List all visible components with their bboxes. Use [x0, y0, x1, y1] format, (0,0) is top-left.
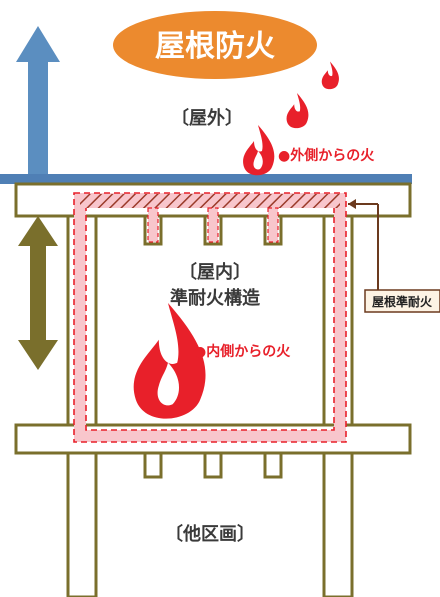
flame-icon — [243, 125, 275, 176]
floor-joist — [263, 451, 283, 479]
structure-label: 準耐火構造 — [170, 287, 260, 309]
outside-zone-label: 〔屋外〕 — [171, 107, 243, 129]
flame-icon — [286, 93, 309, 129]
other-compartment-label: 〔他区画〕 — [165, 523, 255, 545]
page-title: 屋根防火 — [155, 29, 275, 64]
arrow-up-icon — [16, 26, 60, 178]
fireproof-envelope — [73, 192, 347, 443]
title-badge: 屋根防火 — [113, 11, 317, 79]
right-column-lower — [322, 451, 354, 597]
floor-joist — [203, 451, 223, 479]
inside-fire-label: ●内側からの火 — [194, 343, 291, 360]
arrow-updown-icon — [18, 216, 58, 370]
roof-surface — [0, 174, 412, 184]
flame-icon — [133, 303, 206, 419]
inside-zone-label: 〔屋内〕 — [179, 261, 251, 283]
left-column-lower — [66, 451, 98, 597]
flame-icon — [321, 61, 339, 90]
outside-fire-label: ●外側からの火 — [278, 147, 375, 164]
callout-label: 屋根準耐火 — [372, 294, 433, 309]
floor-joist — [143, 451, 163, 479]
callout-roof-fireproof: 屋根準耐火 — [348, 199, 440, 313]
